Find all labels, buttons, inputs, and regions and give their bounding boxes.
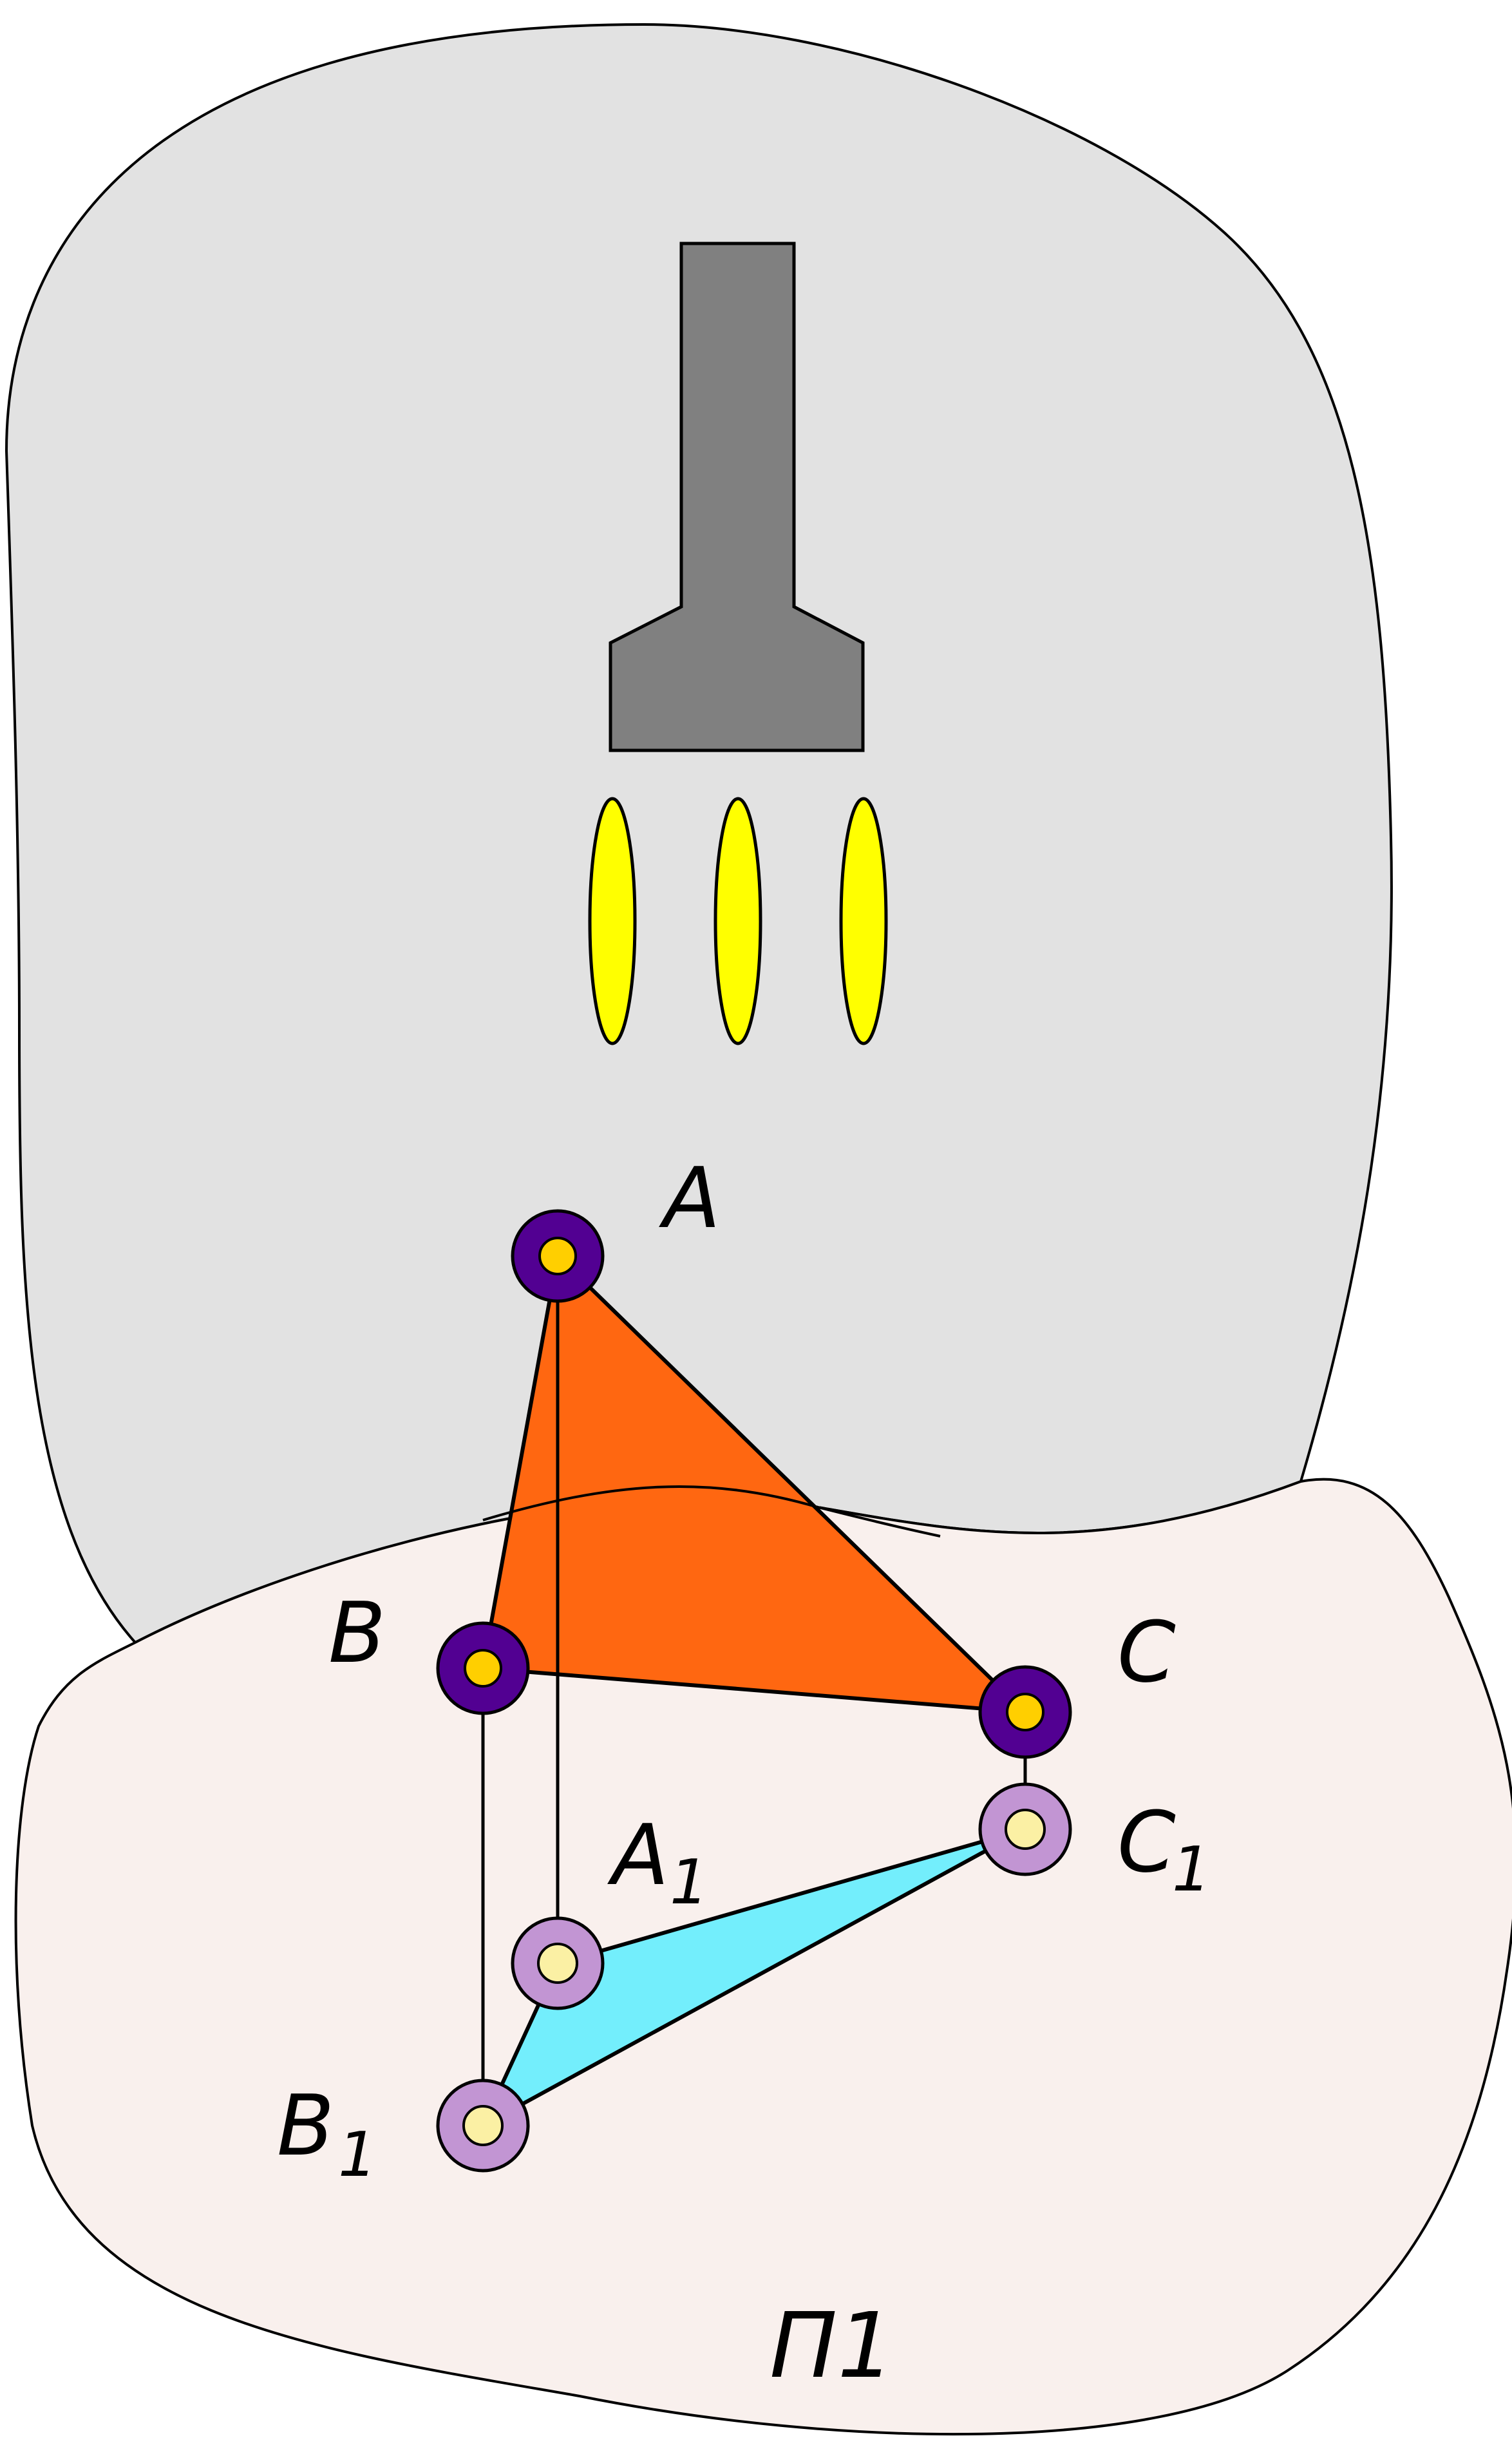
triangle-a1b1c1 [478,1827,1026,2130]
label-b1-subscript: 1 [338,2120,377,2191]
light-ray-icon [839,797,888,1045]
triangle-abc [480,1252,1031,1715]
label-b: B [328,1584,386,1682]
label-plane-p1: П1 [770,2294,894,2399]
point-b1-core [462,2105,504,2146]
label-b1: B [277,2077,334,2175]
point-c1-core [1005,1809,1046,1850]
light-ray-icon [713,797,762,1045]
label-c1: C [1117,1793,1176,1891]
point-c-core [1006,1693,1044,1731]
point-b-core [464,1649,502,1688]
label-c1-subscript: 1 [1172,1834,1211,1905]
label-c: C [1117,1603,1176,1701]
label-a1: A [607,1806,669,1904]
plane-boundary-line [482,1485,941,1537]
point-a1-core [537,1943,578,1984]
point-a-core [538,1237,577,1275]
light-ray-icon [588,797,637,1045]
label-a: A [659,1149,721,1247]
label-a1-subscript: 1 [670,1847,708,1918]
projector-icon [609,242,865,752]
